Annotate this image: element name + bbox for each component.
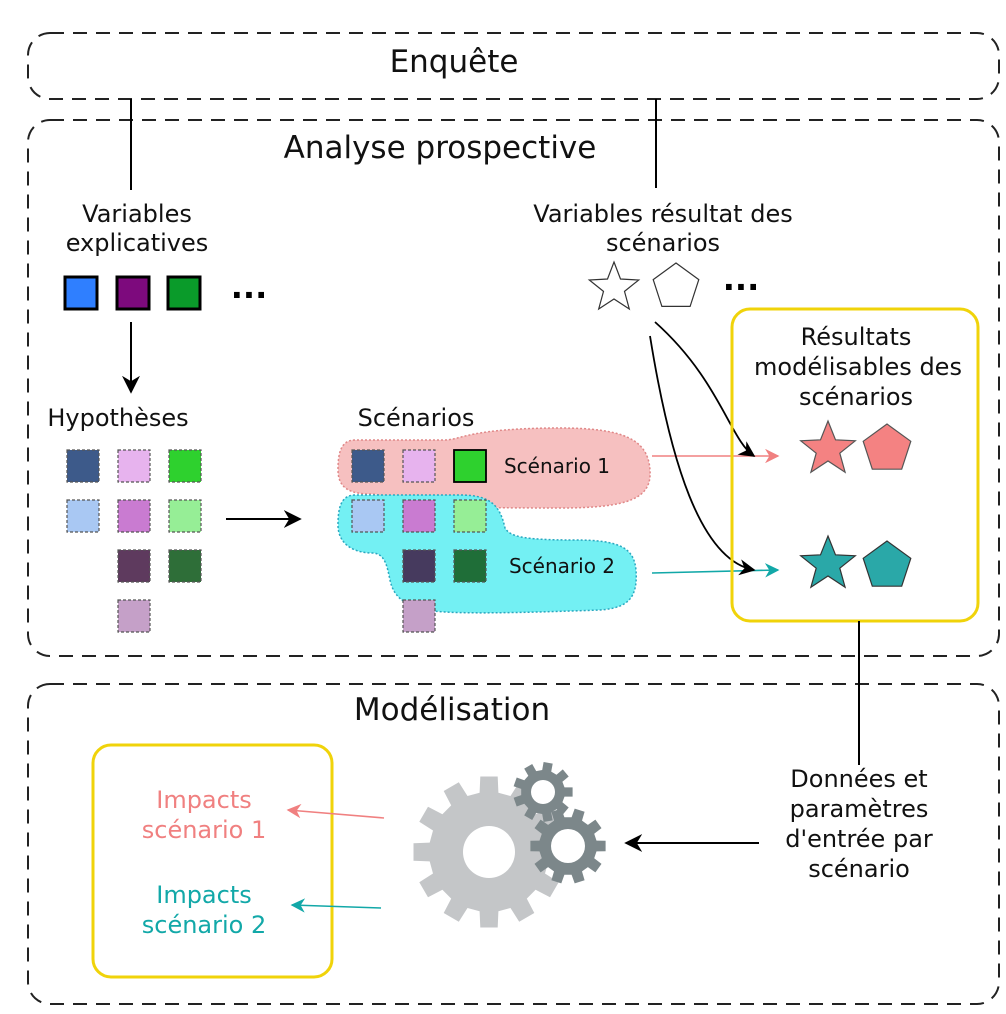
scenario-square [351,449,385,483]
prospective-title: Analyse prospective [284,130,597,166]
impacts-s2-line-1: Impacts [156,881,252,909]
arrow-model-to-impact-1 [286,803,385,819]
scenario-square [351,499,385,533]
survey-box [27,32,1000,100]
star-icon [799,534,857,589]
modelable-results-line-1: Résultats [801,323,912,351]
scenario-square [402,599,436,633]
modelable-results-line-2: modélisables des [754,353,962,381]
explanatory-ellipsis: ... [231,268,267,306]
variable-square-green [166,275,202,311]
explanatory-label-1: Variables [82,200,192,228]
modeling-box [27,683,1000,1005]
star-icon [587,260,641,311]
impacts-box [91,743,334,979]
hypothesis-square [168,499,202,533]
hypothesis-square [66,449,100,483]
modelable-results-box [730,307,980,623]
scenario-square [453,549,487,583]
input-data-line-2: paramètres [790,795,929,823]
variable-square-purple [115,275,151,311]
hypothesis-square [117,599,151,633]
curve-to-result-1 [654,321,756,457]
pentagon-icon [652,262,700,307]
gear-hole [531,780,555,804]
input-data-line-1: Données et [790,765,927,793]
scenario-square [453,499,487,533]
hypothesis-square [117,449,151,483]
arrow-scenario-2-result [651,563,780,578]
modelable-results-line-3: scénarios [799,383,913,411]
gear-medium-icon [530,808,606,884]
pentagon-icon [862,423,912,470]
curve-to-result-2 [649,335,756,576]
impacts-s1-line-1: Impacts [156,786,252,814]
scenario-2-label: Scénario 2 [509,554,615,578]
scenario-1-label: Scénario 1 [504,454,610,478]
hypothesis-square [117,499,151,533]
hypothesis-square [117,549,151,583]
modeling-title: Modélisation [354,692,550,728]
gear-hole [463,826,515,878]
gear-small-icon [513,762,573,822]
result-variables-label-2: scénarios [606,229,720,257]
pentagon-icon [862,540,912,587]
hypothesis-square [168,549,202,583]
input-data-line-4: scénario [808,855,910,883]
result-variables-ellipsis: ... [723,260,759,298]
scenarios-label: Scénarios [358,404,475,432]
arrow-model-to-impact-2 [290,898,382,913]
scenario-square [402,499,436,533]
hypothesis-square [168,449,202,483]
impacts-s2-line-2: scénario 2 [142,911,267,939]
hypotheses-grid [66,449,202,633]
gears-icon [413,762,606,928]
scenario-square [453,449,487,483]
hypotheses-label: Hypothèses [47,404,188,432]
hypothesis-square [66,499,100,533]
variable-square-blue [63,275,99,311]
result-variables-label-1: Variables résultat des [533,200,792,228]
scenario-square [402,549,436,583]
scenario-squares [351,449,487,633]
star-icon [799,419,857,474]
gear-hole [551,829,585,863]
survey-title: Enquête [390,44,519,80]
explanatory-label-2: explicatives [66,229,209,257]
input-data-line-3: d'entrée par [785,825,933,853]
impacts-s1-line-2: scénario 1 [142,816,267,844]
prospective-box [27,119,1000,657]
scenario-square [402,449,436,483]
